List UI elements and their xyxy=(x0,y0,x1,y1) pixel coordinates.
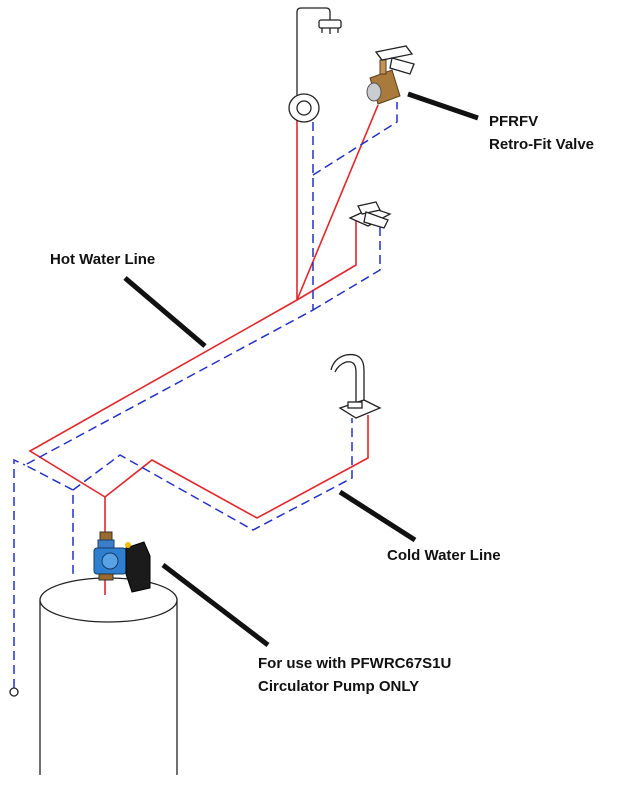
drain-cap-icon xyxy=(9,687,19,697)
water-heater-tank xyxy=(39,577,178,775)
hot-water-leader-line xyxy=(123,276,207,348)
valve-leader-line xyxy=(407,91,479,121)
hot-water-line-label: Hot Water Line xyxy=(50,251,155,268)
cold-water-leader-line xyxy=(338,489,417,543)
pump-leader-line xyxy=(161,563,270,647)
lavatory-faucet-icon xyxy=(348,201,392,229)
pump-label-line1: For use with PFWRC67S1U xyxy=(258,655,451,672)
valve-label-line2: Retro-Fit Valve xyxy=(489,136,594,153)
valve-label-line1: PFRFV xyxy=(489,113,538,130)
cold-water-line-label: Cold Water Line xyxy=(387,547,501,564)
shower-head-icon xyxy=(296,7,342,108)
cold-water-piping xyxy=(13,102,398,688)
retrofit-valve-icon xyxy=(366,45,415,105)
pump-label-line2: Circulator Pump ONLY xyxy=(258,678,419,695)
shower-valve-icon xyxy=(288,93,320,123)
hot-water-piping xyxy=(28,104,379,595)
kitchen-faucet-icon xyxy=(330,353,382,419)
circulator-pump-icon xyxy=(93,531,151,593)
